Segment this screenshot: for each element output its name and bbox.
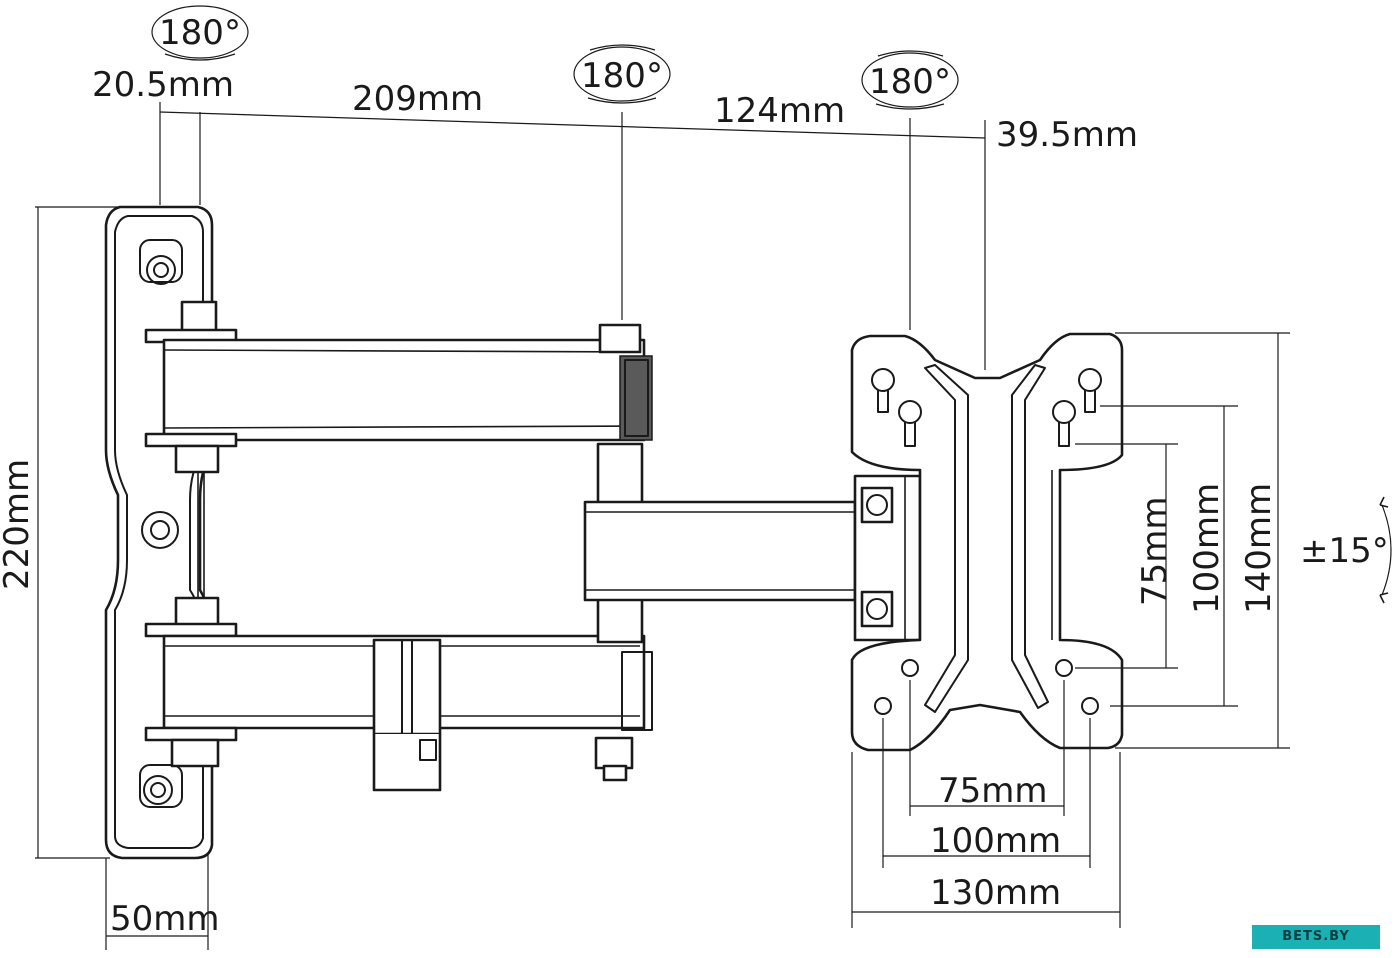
dim-arm-secondary: 124mm bbox=[714, 91, 845, 131]
tilt-label: ±15° bbox=[1300, 531, 1389, 571]
vesa-vertical-dimension-lines bbox=[1075, 332, 1290, 749]
middle-arm bbox=[583, 442, 922, 644]
rotation-elbow-label: 180° bbox=[581, 56, 663, 96]
watermark-logo: BETS.BY bbox=[1252, 925, 1380, 949]
dim-plate-offset: 39.5mm bbox=[996, 115, 1138, 155]
dim-plate-width: 130mm bbox=[930, 873, 1061, 913]
wall-plate-dimension-lines bbox=[35, 206, 209, 950]
dim-vesa-vertical-100: 100mm bbox=[1187, 483, 1227, 614]
rotation-badge-wall: 180° bbox=[151, 5, 249, 61]
rotation-badge-head: 180° bbox=[861, 50, 959, 110]
dim-plate-height: 140mm bbox=[1239, 483, 1279, 614]
vesa-plate bbox=[850, 332, 1124, 752]
dim-wall-plate-height: 220mm bbox=[0, 459, 37, 590]
rotation-badge-tilt: ±15° bbox=[1300, 496, 1392, 604]
upper-arm bbox=[144, 300, 653, 474]
vesa-horizontal-dimension-lines bbox=[851, 680, 1121, 928]
rotation-head-label: 180° bbox=[869, 62, 951, 102]
dim-top-left-offset: 20.5mm bbox=[92, 65, 234, 105]
rotation-wall-label: 180° bbox=[159, 13, 241, 53]
dim-arm-length: 209mm bbox=[352, 79, 483, 119]
rotation-badge-elbow: 180° bbox=[573, 44, 671, 104]
lower-arm bbox=[144, 596, 653, 792]
dim-wall-plate-width: 50mm bbox=[110, 899, 220, 939]
top-dimension-lines bbox=[159, 102, 986, 370]
dim-vesa-horizontal-75: 75mm bbox=[938, 771, 1048, 811]
dim-vesa-horizontal-100: 100mm bbox=[930, 821, 1061, 861]
dim-vesa-vertical-75: 75mm bbox=[1135, 496, 1175, 606]
